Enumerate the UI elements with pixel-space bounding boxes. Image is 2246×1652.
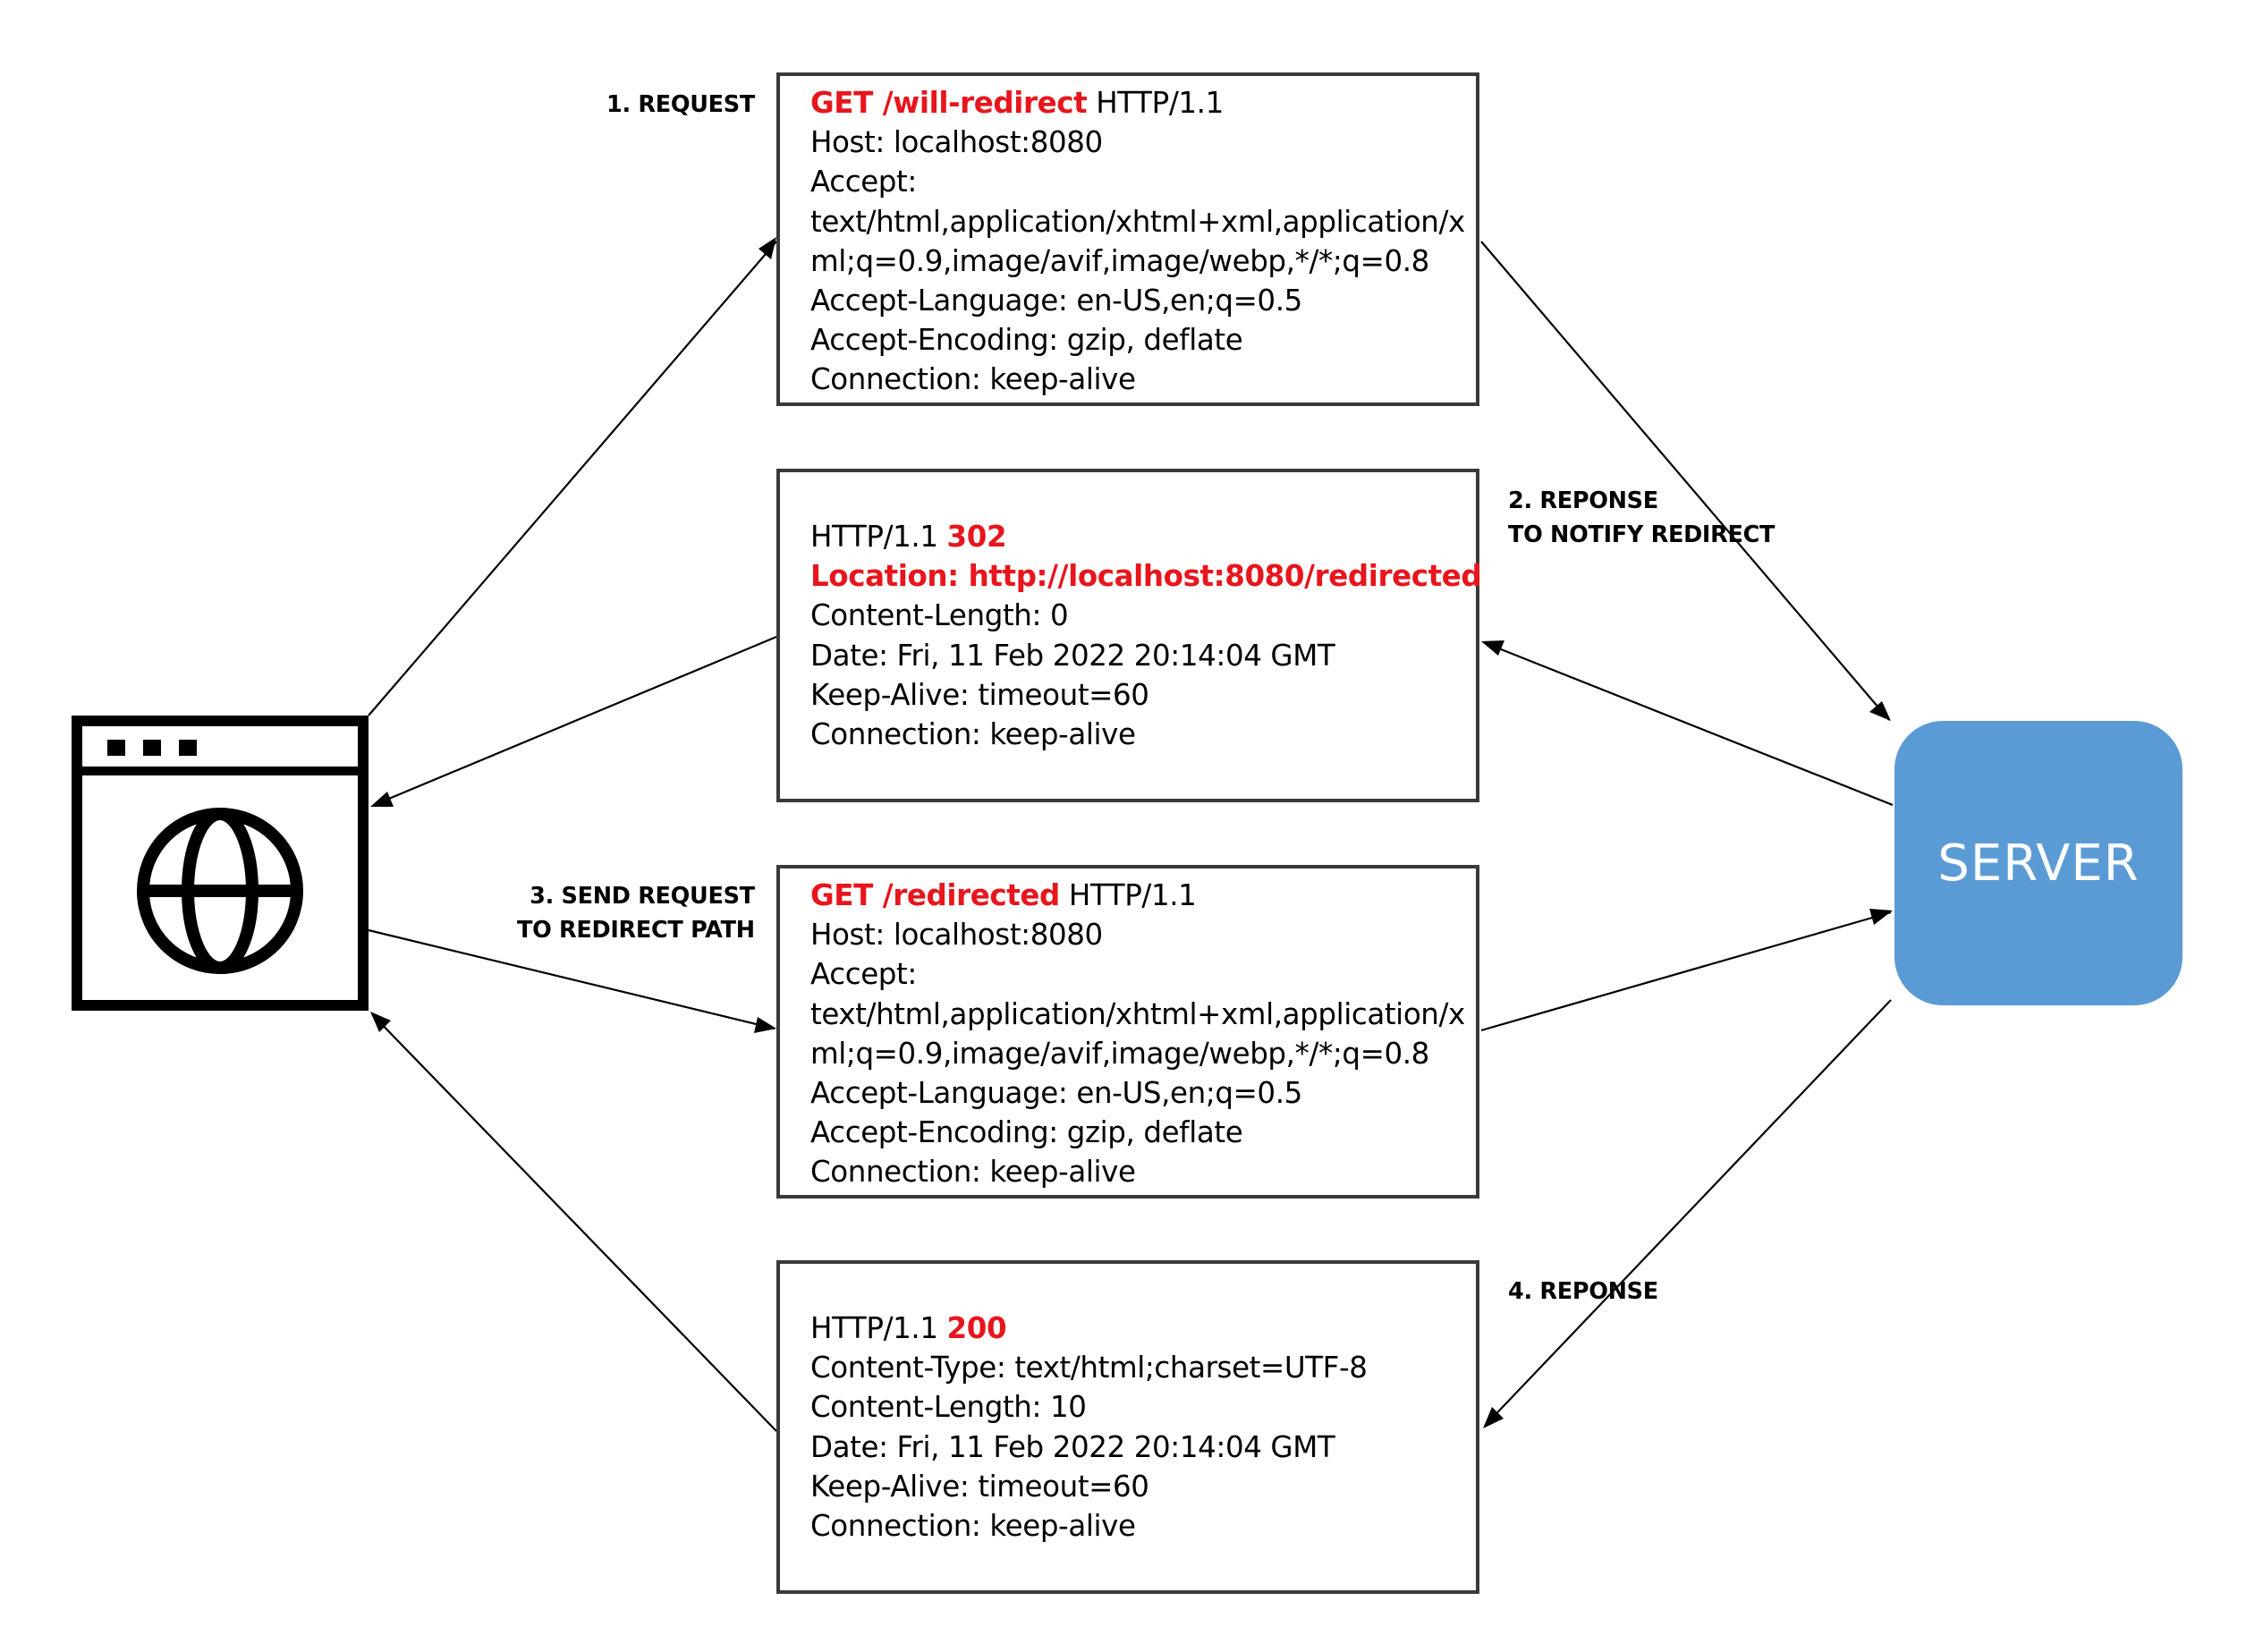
request-method-path: GET /will-redirect	[810, 86, 1088, 120]
step-2-text-line2: TO NOTIFY REDIRECT	[1508, 521, 1776, 548]
arrow-server-to-response200	[1484, 999, 1892, 1427]
step-1-label: 1. REQUEST	[606, 88, 755, 122]
header-line: Accept:	[810, 165, 917, 199]
status-line: HTTP/1.1 302	[810, 517, 1476, 556]
arrow-request1-to-server	[1480, 241, 1890, 721]
request-box-redirected: GET /redirected HTTP/1.1 Host: localhost…	[776, 865, 1479, 1199]
response-protocol: HTTP/1.1	[810, 1311, 947, 1345]
arrow-server-to-response302	[1482, 640, 1894, 807]
arrow-browser-to-request2	[368, 928, 776, 1030]
header-line: Keep-Alive: timeout=60	[810, 1469, 1149, 1504]
header-line: Connection: keep-alive	[810, 717, 1136, 752]
arrow-request2-to-server	[1480, 911, 1892, 1032]
header-line: Accept:	[810, 957, 917, 992]
header-line: Content-Length: 10	[810, 1390, 1087, 1425]
step-3-text-line2: TO REDIRECT PATH	[517, 917, 755, 944]
header-line: ml;q=0.9,image/avif,image/webp,*/*;q=0.8	[810, 243, 1429, 278]
arrowhead-response302	[1481, 640, 1504, 656]
step-3-label: 3. SEND REQUEST TO REDIRECT PATH	[517, 879, 755, 947]
header-line: Keep-Alive: timeout=60	[810, 677, 1149, 712]
header-line: Date: Fri, 11 Feb 2022 20:14:04 GMT	[810, 638, 1335, 673]
header-line: Date: Fri, 11 Feb 2022 20:14:04 GMT	[810, 1429, 1335, 1464]
header-line: Accept-Language: en-US,en;q=0.5	[810, 284, 1302, 318]
response-protocol: HTTP/1.1	[810, 520, 947, 554]
step-2-text-line1: 2. REPONSE	[1508, 487, 1658, 514]
server-label: SERVER	[1937, 834, 2140, 893]
step-4-label: 4. REPONSE	[1508, 1275, 1658, 1309]
arrow-response302-to-browser	[373, 635, 777, 807]
header-line: Host: localhost:8080	[810, 125, 1103, 160]
response-box-200: HTTP/1.1 200 Content-Type: text/html;cha…	[776, 1260, 1479, 1594]
step-1-text: 1. REQUEST	[606, 91, 755, 118]
header-line: Accept-Encoding: gzip, deflate	[810, 323, 1243, 358]
arrowhead-browser-right	[370, 792, 394, 807]
header-line: Connection: keep-alive	[810, 1509, 1136, 1544]
status-line: HTTP/1.1 200	[810, 1309, 1476, 1348]
header-line: Connection: keep-alive	[810, 362, 1136, 397]
arrowhead-request1	[759, 237, 776, 259]
request-protocol: HTTP/1.1	[1059, 878, 1197, 912]
arrowhead-browser-bottom	[370, 1012, 391, 1032]
status-code: 302	[946, 520, 1007, 554]
status-code: 200	[946, 1311, 1007, 1345]
location-header: Location: http://localhost:8080/redirect…	[810, 559, 1482, 594]
header-line: Accept-Language: en-US,en;q=0.5	[810, 1076, 1302, 1111]
step-3-text-line1: 3. SEND REQUEST	[530, 883, 755, 910]
arrowhead-server-top	[1869, 701, 1891, 721]
request-line: GET /will-redirect HTTP/1.1	[810, 83, 1476, 123]
step-2-label: 2. REPONSE TO NOTIFY REDIRECT	[1508, 484, 1775, 552]
arrowhead-response200	[1483, 1407, 1504, 1428]
server-node: SERVER	[1894, 721, 2182, 1005]
request-box-will-redirect: GET /will-redirect HTTP/1.1 Host: localh…	[776, 72, 1479, 406]
arrowhead-server-left	[1869, 909, 1893, 925]
request-line: GET /redirected HTTP/1.1	[810, 876, 1476, 915]
arrow-browser-to-request1	[368, 241, 777, 716]
step-4-text: 4. REPONSE	[1508, 1278, 1658, 1305]
browser-globe-icon	[72, 716, 369, 1011]
header-line: Connection: keep-alive	[810, 1155, 1136, 1190]
header-line: Content-Type: text/html;charset=UTF-8	[810, 1351, 1368, 1385]
header-line: ml;q=0.9,image/avif,image/webp,*/*;q=0.8	[810, 1036, 1429, 1071]
arrowhead-request2	[754, 1017, 776, 1033]
request-method-path: GET /redirected	[810, 878, 1060, 912]
header-line: text/html,application/xhtml+xml,applicat…	[810, 204, 1465, 239]
arrow-response200-to-browser	[371, 1013, 777, 1432]
header-line: Host: localhost:8080	[810, 918, 1103, 953]
request-protocol: HTTP/1.1	[1087, 86, 1224, 120]
header-line: Accept-Encoding: gzip, deflate	[810, 1115, 1243, 1150]
response-box-302: HTTP/1.1 302 Location: http://localhost:…	[776, 469, 1482, 802]
header-line: text/html,application/xhtml+xml,applicat…	[810, 996, 1465, 1031]
header-line: Content-Length: 0	[810, 598, 1069, 633]
